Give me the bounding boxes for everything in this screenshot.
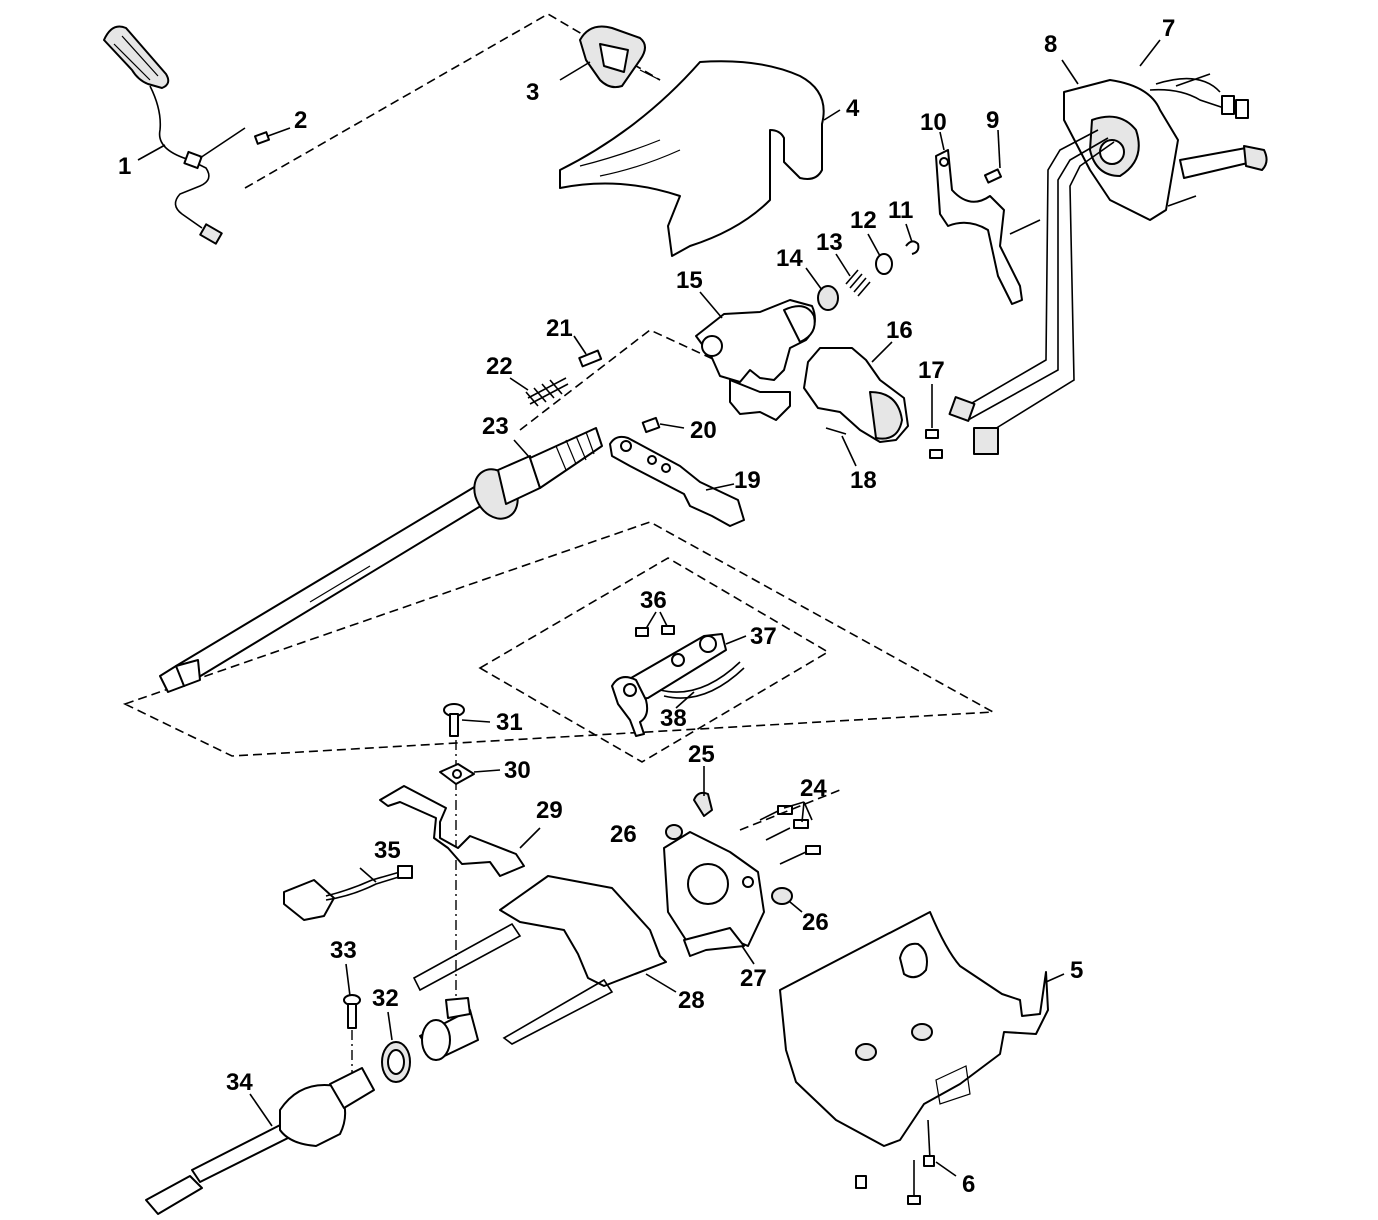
callout-20: 20 [690, 417, 717, 444]
part-7-screw [1139, 39, 1161, 67]
part-17-screw [925, 384, 943, 459]
part-37-lock-actuator [623, 633, 747, 701]
part-23-steering-shaft [159, 427, 603, 693]
part-13-spring [845, 269, 871, 297]
part-36-screws [635, 611, 675, 637]
callout-11: 11 [888, 197, 913, 224]
leader-12 [867, 233, 881, 257]
part-35-sensor-harness [283, 865, 413, 921]
callout-23: 23 [482, 413, 509, 440]
part-1-shift-lever [103, 25, 223, 245]
callout-6: 6 [962, 1171, 975, 1198]
part-20-bolt [641, 416, 685, 434]
part-30-washer [439, 763, 501, 785]
part-24-screws [739, 789, 841, 865]
part-15-lock-housing [695, 291, 816, 421]
shaft-to-housing-dashed-guide [519, 329, 716, 431]
part-29-bracket [379, 785, 541, 877]
part-26-bushing-right [771, 887, 803, 913]
callout-35: 35 [374, 837, 401, 864]
part-5-lower-shroud [779, 911, 1065, 1147]
callout-21: 21 [546, 315, 573, 342]
callout-4: 4 [846, 95, 860, 122]
callout-26-left: 26 [610, 821, 637, 848]
part-16-ignition-switch [803, 341, 909, 443]
callout-38: 38 [660, 705, 687, 732]
leader-13 [835, 253, 851, 277]
part-3-switch-knob [559, 25, 661, 89]
callout-12: 12 [850, 207, 877, 234]
callout-5: 5 [1070, 957, 1083, 984]
callout-18: 18 [850, 467, 877, 494]
callout-7: 7 [1162, 15, 1175, 42]
part-4-upper-shroud [559, 60, 841, 257]
shaft-dashed-box [122, 521, 996, 757]
callout-24: 24 [800, 775, 827, 802]
callout-25: 25 [688, 741, 715, 768]
part-column-jacket [419, 997, 479, 1061]
callout-26-right: 26 [802, 909, 829, 936]
callout-3: 3 [526, 79, 539, 106]
part-31-bolt [443, 703, 491, 737]
callout-34: 34 [226, 1069, 253, 1096]
part-12-ring [875, 253, 893, 275]
part-22-spring [509, 377, 569, 407]
part-28-tilt-bracket [412, 875, 677, 1045]
callout-33: 33 [330, 937, 357, 964]
part-27-column-housing [663, 831, 765, 965]
callout-37: 37 [750, 623, 777, 650]
callout-36: 36 [640, 587, 667, 614]
callout-30: 30 [504, 757, 531, 784]
callout-15: 15 [676, 267, 703, 294]
callout-13: 13 [816, 229, 843, 256]
part-9-screw [983, 129, 1041, 235]
callout-16: 16 [886, 317, 913, 344]
part-2-screw [199, 127, 291, 159]
leader-14 [805, 267, 823, 291]
callout-31: 31 [496, 709, 523, 736]
lock-detail-dashed-box [478, 557, 830, 763]
part-11-snap-ring [905, 240, 920, 255]
part-26-bushing-left [665, 824, 683, 840]
part-34-intermediate-shaft [145, 1067, 375, 1215]
callout-19: 19 [734, 467, 761, 494]
callout-27: 27 [740, 965, 767, 992]
callout-2: 2 [294, 107, 307, 134]
part-14-bearing [817, 285, 839, 311]
part-33-bolt [343, 963, 361, 1080]
callout-1: 1 [118, 153, 131, 180]
part-38-lock-lever [611, 661, 745, 737]
leader-1 [137, 144, 166, 161]
callout-17: 17 [918, 357, 945, 384]
callout-29: 29 [536, 797, 563, 824]
callout-32: 32 [372, 985, 399, 1012]
callout-8: 8 [1044, 31, 1057, 58]
callout-9: 9 [986, 107, 999, 134]
leader-11 [905, 223, 913, 243]
callout-28: 28 [678, 987, 705, 1014]
part-32-bearing [381, 1011, 411, 1083]
callout-22: 22 [486, 353, 513, 380]
part-21-pin [573, 335, 603, 368]
part-6-screws [855, 1119, 957, 1205]
callout-10: 10 [920, 109, 947, 136]
callout-14: 14 [776, 245, 803, 272]
part-8-combination-switch [948, 59, 1268, 455]
part-25-bushing [693, 766, 713, 817]
part-18-pin [825, 427, 857, 467]
part-19-lock-lever [609, 435, 745, 527]
part-10-bracket [935, 131, 1023, 305]
